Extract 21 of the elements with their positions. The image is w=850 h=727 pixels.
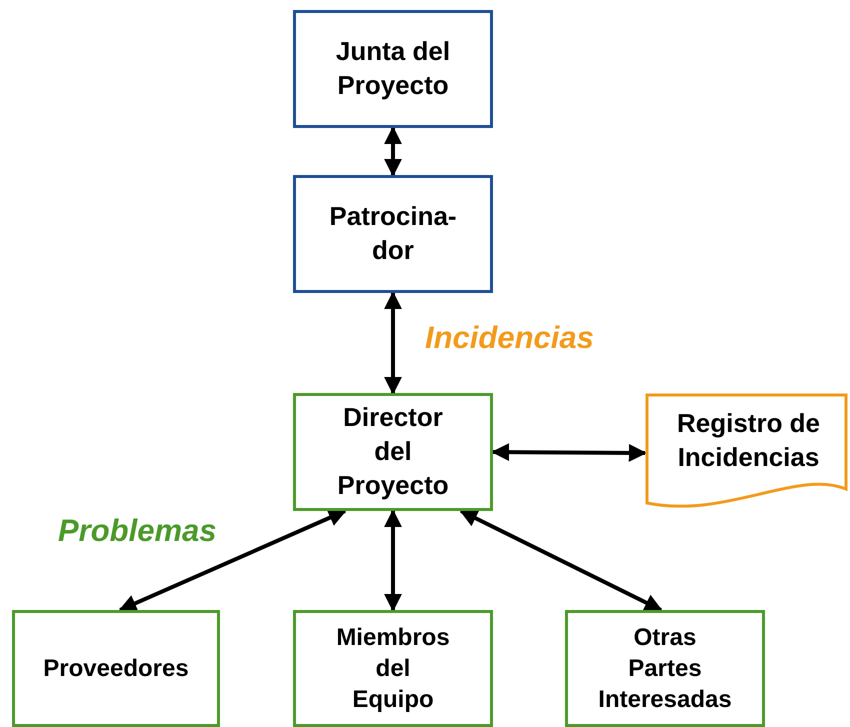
arrow <box>118 509 347 612</box>
arrow <box>384 126 402 177</box>
node-text: Miembros del Equipo <box>335 622 451 716</box>
arrow <box>491 443 647 462</box>
process-box <box>565 610 765 727</box>
annotation-label: Problemas <box>58 513 217 549</box>
process-box <box>293 175 493 293</box>
node-text: Otras Partes Interesadas <box>598 622 732 716</box>
node-text: Patrocina- dor <box>328 200 458 267</box>
annotation-label: Incidencias <box>425 320 594 356</box>
node-text: Junta del Proyecto <box>334 35 452 102</box>
process-box <box>293 610 493 727</box>
node-text: Registro de Incidencias <box>676 407 822 474</box>
arrow <box>459 509 663 612</box>
node-text: Director del Proyecto <box>336 401 450 502</box>
arrow <box>384 509 402 612</box>
node-text: Proveedores <box>43 654 189 684</box>
arrow <box>384 291 402 395</box>
process-box <box>293 10 493 128</box>
process-box <box>293 393 493 511</box>
process-box <box>12 610 220 727</box>
